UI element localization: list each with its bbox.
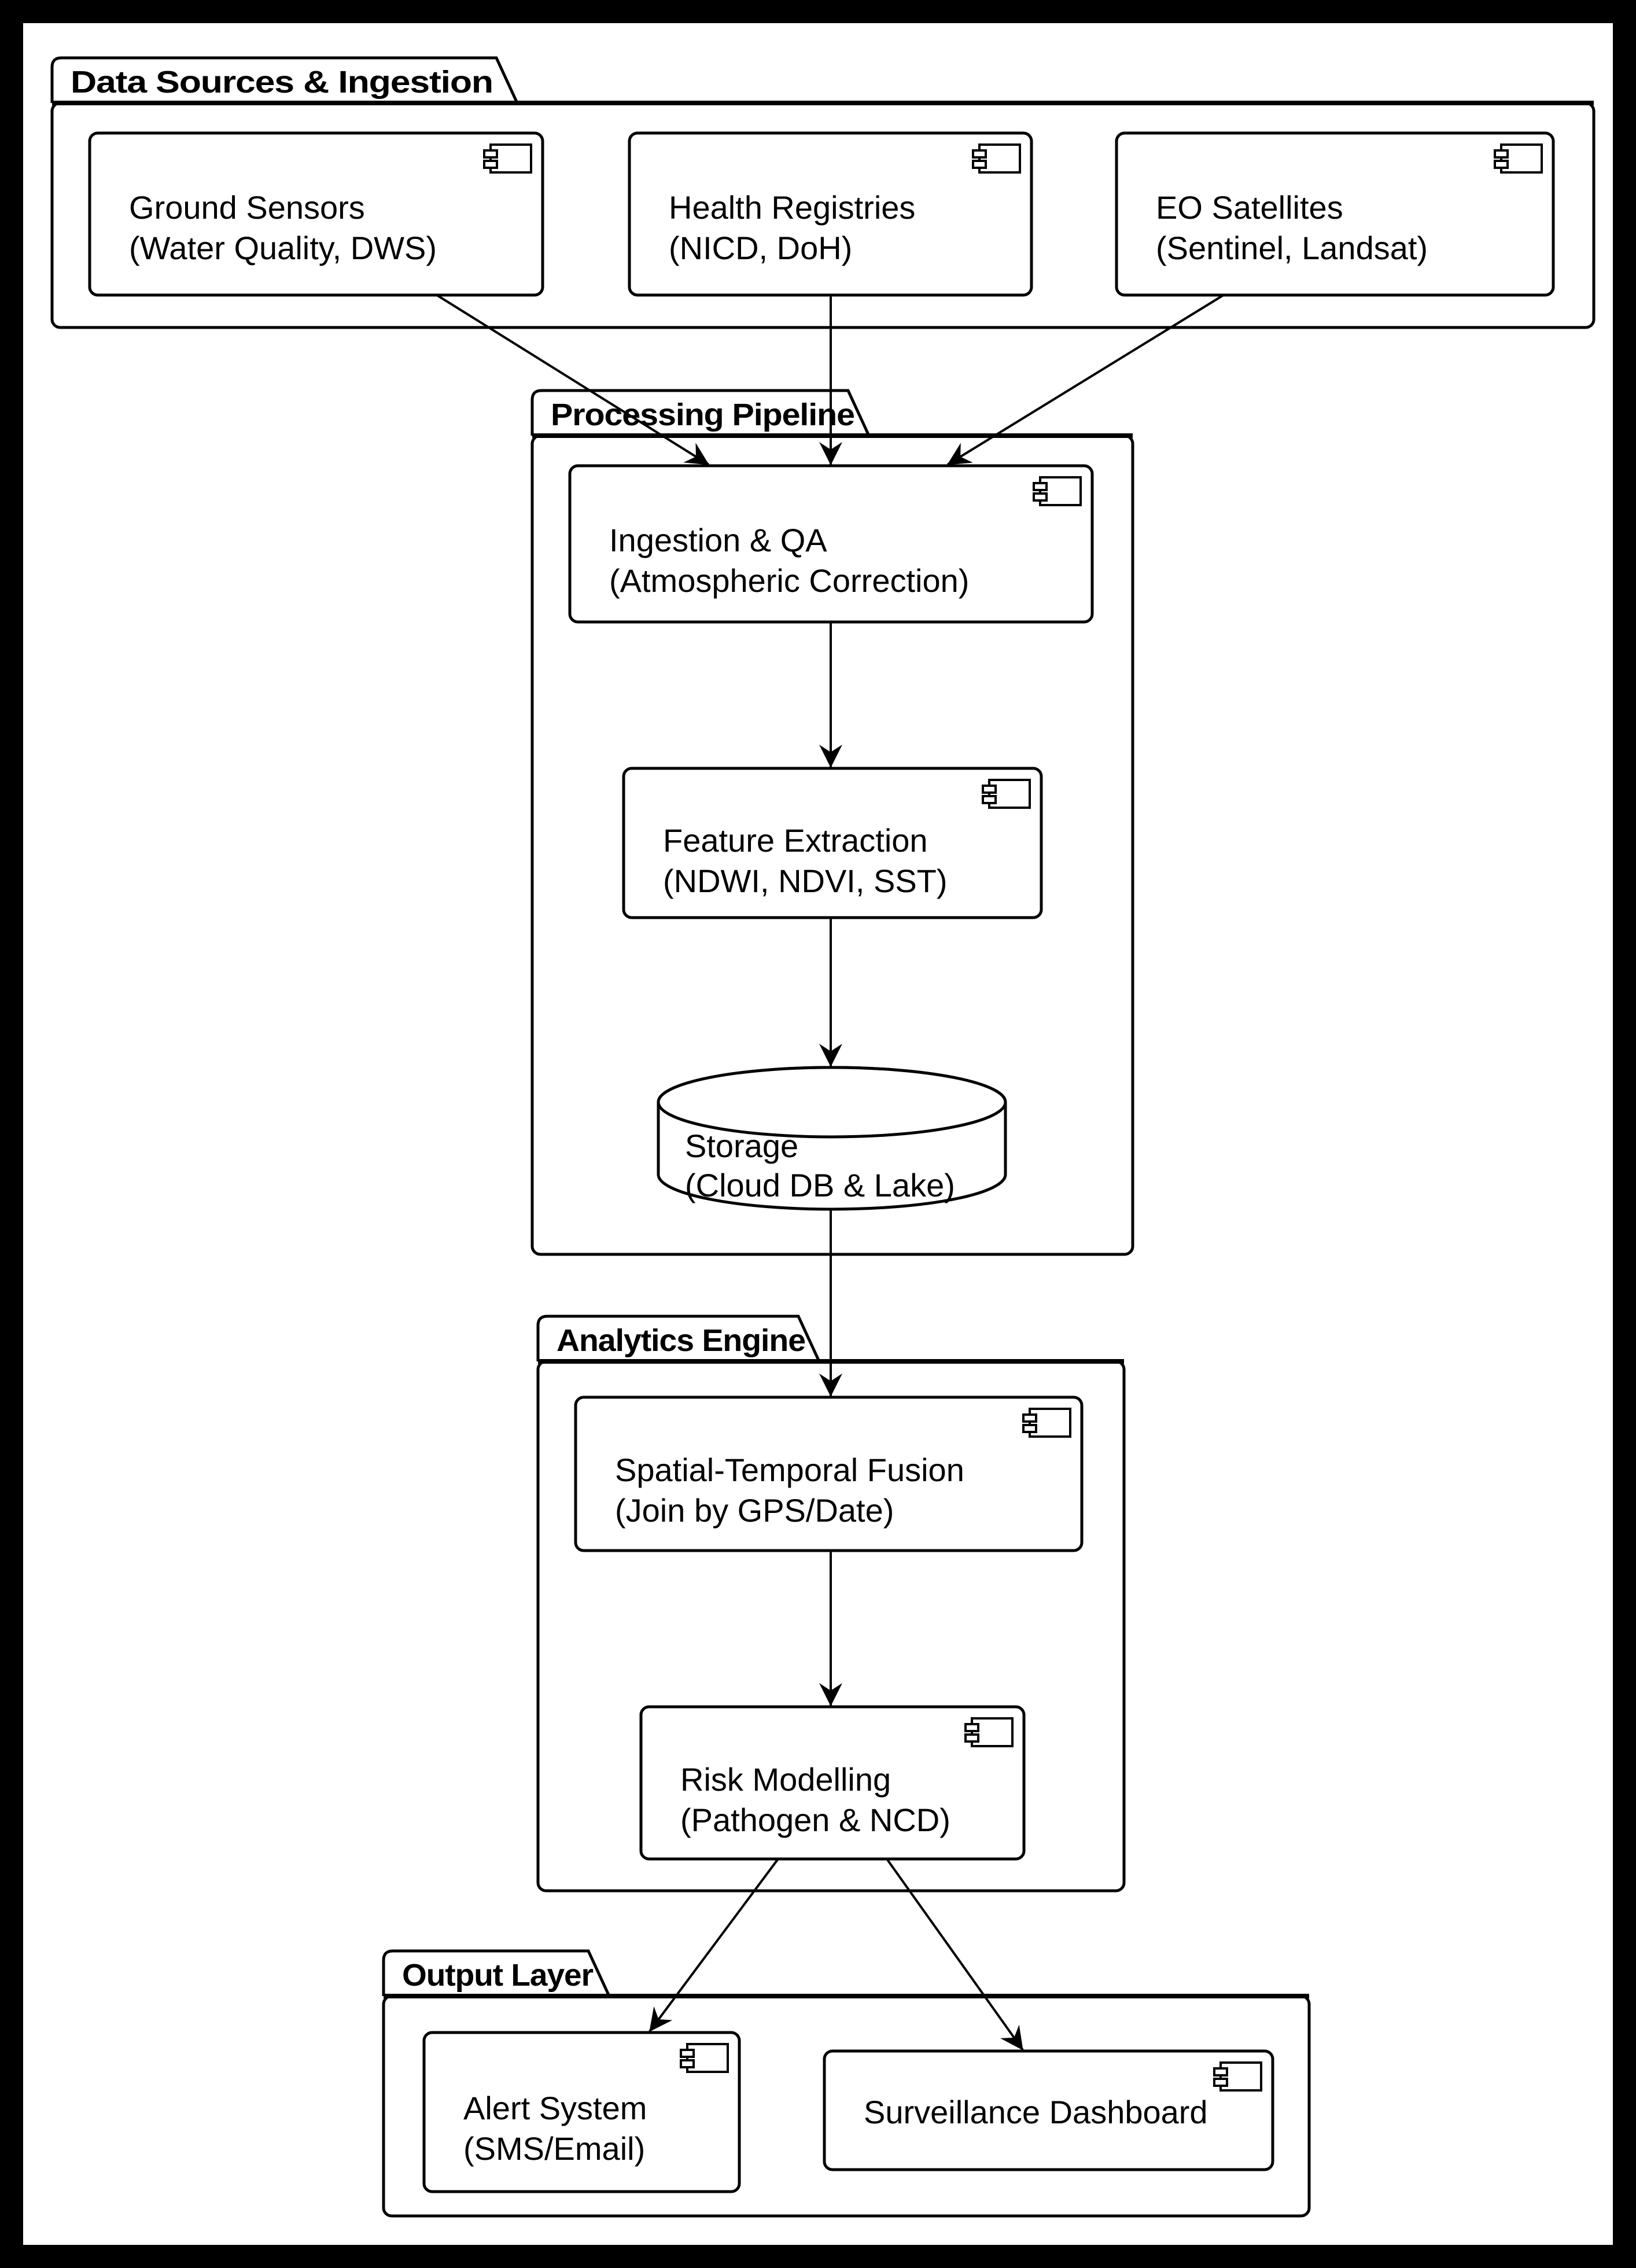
component-box: [622, 767, 1043, 919]
component-label-line2: (Atmospheric Correction): [609, 562, 969, 599]
edges: [436, 294, 1225, 2051]
component-label-line1: Health Registries: [669, 189, 915, 226]
package-tab: [530, 389, 871, 437]
icon-port-bottom: [972, 160, 987, 169]
icon-port-bottom: [1022, 1424, 1037, 1433]
icon-port-bottom: [483, 160, 498, 169]
icon-port-top: [1033, 482, 1048, 491]
icon-port-bottom: [680, 2059, 695, 2068]
component-icon: [1033, 476, 1082, 506]
package-tab: [50, 56, 519, 104]
component-alert-system: Alert System (SMS/Email): [422, 2031, 741, 2193]
component-label-line2: (Join by GPS/Date): [615, 1492, 894, 1529]
component-icon: [680, 2043, 729, 2073]
icon-port-bottom: [1033, 492, 1048, 502]
component-ingestion-qa: Ingestion & QA (Atmospheric Correction): [568, 464, 1094, 624]
database-storage: Storage (Cloud DB & Lake): [657, 1066, 1007, 1211]
icon-port-top: [483, 149, 498, 159]
edge-risk-modelling-to-dashboard: [886, 1858, 1024, 2051]
component-box: [422, 2031, 741, 2193]
icon-port-top: [982, 785, 997, 794]
package-label: Output Layer: [402, 1958, 594, 1993]
component-label-line2: (SMS/Email): [463, 2130, 645, 2167]
component-box: [823, 2049, 1274, 2171]
component-label-line1: Risk Modelling: [680, 1761, 891, 1798]
component-surveillance-dashboard: Surveillance Dashboard: [823, 2049, 1274, 2171]
component-icon: [1213, 2061, 1262, 2092]
component-label-line1: Spatial-Temporal Fusion: [615, 1452, 964, 1488]
component-label-line2: (NICD, DoH): [669, 230, 852, 266]
component-box: [639, 1705, 1026, 1861]
database-label-line1: Storage: [685, 1128, 798, 1164]
component-icon: [982, 779, 1031, 809]
database-label-line2: (Cloud DB & Lake): [685, 1167, 955, 1203]
package-label: Data Sources & Ingestion: [71, 65, 493, 100]
component-label-line1: Feature Extraction: [663, 822, 928, 859]
component-label-line2: (Sentinel, Landsat): [1156, 230, 1428, 266]
icon-port-top: [1022, 1413, 1037, 1423]
icon-port-bottom: [1494, 160, 1509, 169]
edge-eo-satellites-to-ingestion-qa: [946, 294, 1225, 466]
icon-port-top: [972, 149, 987, 159]
component-label-line2: (Pathogen & NCD): [680, 1802, 950, 1838]
icon-port-bottom: [964, 1733, 979, 1743]
edge-ground-sensors-to-ingestion-qa: [436, 294, 710, 466]
icon-port-bottom: [982, 795, 997, 804]
component-label-line1: EO Satellites: [1156, 189, 1343, 226]
component-label-line2: (Water Quality, DWS): [129, 230, 437, 266]
component-icon: [1494, 143, 1543, 174]
component-icon: [972, 143, 1021, 174]
component-box: [574, 1396, 1084, 1552]
component-icon: [964, 1717, 1014, 1747]
component-health-registries: Health Registries (NICD, DoH): [628, 131, 1033, 297]
component-label-line2: (NDWI, NDVI, SST): [663, 863, 948, 899]
component-label-line1: Ground Sensors: [129, 189, 365, 226]
component-label-line1: Alert System: [463, 2090, 647, 2126]
database-cylinder-top: [657, 1066, 1007, 1139]
package-tab: [382, 1949, 611, 1997]
icon-port-top: [1213, 2067, 1228, 2076]
edge-risk-modelling-to-alert-system: [648, 1858, 779, 2033]
component-label-line1: Surveillance Dashboard: [864, 2094, 1208, 2130]
icon-port-top: [680, 2049, 695, 2058]
icon-port-bottom: [1213, 2078, 1228, 2087]
package-label: Analytics Engine: [557, 1323, 805, 1358]
component-spatial-temporal-fusion: Spatial-Temporal Fusion (Join by GPS/Dat…: [574, 1396, 1084, 1552]
component-ground-sensors: Ground Sensors (Water Quality, DWS): [88, 131, 544, 297]
package-tab: [536, 1315, 821, 1363]
package-label: Processing Pipeline: [551, 397, 854, 432]
component-eo-satellites: EO Satellites (Sentinel, Landsat): [1115, 131, 1555, 297]
component-icon: [1022, 1408, 1071, 1438]
icon-port-top: [1494, 149, 1509, 159]
component-box: [1115, 131, 1555, 297]
component-label-line1: Ingestion & QA: [609, 522, 827, 558]
component-box: [88, 131, 544, 297]
icon-port-top: [964, 1723, 979, 1732]
component-icon: [483, 143, 532, 174]
component-risk-modelling: Risk Modelling (Pathogen & NCD): [639, 1705, 1026, 1861]
component-feature-extraction: Feature Extraction (NDWI, NDVI, SST): [622, 767, 1043, 919]
